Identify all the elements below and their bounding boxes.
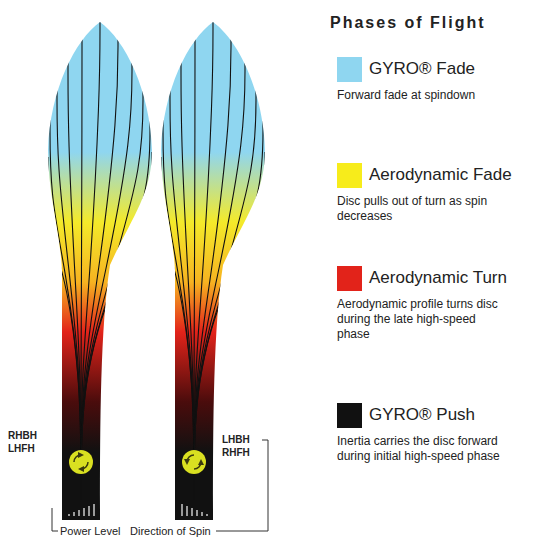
power-bar (83, 508, 85, 516)
flight-path-right (161, 16, 265, 520)
fan-stroke (194, 87, 256, 500)
fan-stroke (48, 157, 81, 500)
fan-stroke (194, 34, 231, 500)
spin-bar (201, 512, 203, 516)
bracket (52, 440, 268, 531)
legend-swatch (337, 163, 362, 188)
axis-label: Direction of Spin (128, 525, 213, 538)
throw-code: RHBH (8, 430, 37, 442)
fan-stroke (81, 58, 132, 500)
legend-text: Aerodynamic Turn (369, 268, 507, 288)
power-bar (93, 504, 95, 516)
spin-bar (191, 508, 193, 516)
fan-stroke (81, 117, 150, 500)
legend-description: Forward fade at spindown (337, 88, 507, 103)
axis-label: Power Level (58, 525, 123, 538)
fan-stroke (81, 16, 100, 500)
fan-stroke (81, 34, 118, 500)
legend-text: Aerodynamic Fade (369, 165, 512, 185)
power-bar (88, 506, 90, 516)
power-bar (73, 512, 75, 516)
fan-stroke (161, 157, 194, 500)
spin-bar (206, 514, 208, 516)
power-bar (78, 510, 80, 516)
fan-stroke (194, 117, 263, 500)
legend-description: Disc pulls out of turn as spin decreases (337, 194, 507, 224)
title: Phases of Flight (330, 14, 486, 32)
throw-code: LHBH (222, 434, 250, 446)
fan-stroke (81, 152, 152, 500)
legend-description: Inertia carries the disc forward during … (337, 434, 507, 464)
spin-bar (196, 510, 198, 516)
spin-icon (69, 450, 93, 474)
flight-path-left (48, 16, 152, 520)
spin-bar (181, 504, 183, 516)
legend-description: Aerodynamic profile turns disc during th… (337, 297, 507, 342)
legend-swatch (337, 266, 362, 291)
fan-stroke (194, 16, 213, 500)
fan-stroke (194, 58, 245, 500)
spin-bar (186, 506, 188, 516)
legend-swatch (337, 403, 362, 428)
throw-code: RHFH (222, 447, 250, 459)
fan-stroke (181, 60, 194, 500)
fan-stroke (194, 152, 265, 500)
fan-stroke (68, 60, 81, 500)
fan-stroke (81, 87, 143, 500)
legend-text: GYRO® Push (369, 405, 475, 425)
throw-code: LHFH (8, 443, 35, 455)
legend-swatch (337, 57, 362, 82)
legend-text: GYRO® Fade (369, 59, 475, 79)
power-bar (68, 514, 70, 516)
spin-icon (182, 450, 206, 474)
